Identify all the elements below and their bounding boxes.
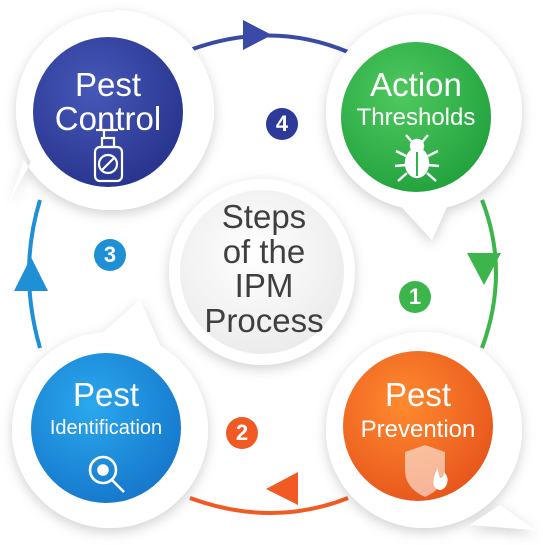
step-2-title-line2: Prevention [360, 415, 476, 443]
step-1-badge: 1 [408, 284, 422, 309]
step-1-title: Action Thresholds [341, 68, 491, 130]
badge-3-bg [94, 239, 126, 271]
step-4-title-line2: Control [54, 99, 162, 137]
step-4-title: Pest Control [48, 68, 168, 135]
step-4-disc [33, 37, 183, 187]
step-1-disc [341, 42, 491, 192]
center-line-1: Steps [221, 198, 307, 235]
step-3-disc [31, 353, 181, 503]
badge-2-bg [226, 417, 258, 449]
center-disc [180, 190, 344, 354]
step-4-title-line1: Pest [74, 66, 142, 103]
arrow-right-icon [243, 20, 272, 50]
step-3-title-line1: Pest [72, 376, 140, 413]
badge-1-bg [399, 281, 431, 313]
center-line-2: of the [222, 232, 306, 270]
magnifier-bug-icon [88, 455, 125, 493]
step-1-title-line2: Thresholds [356, 103, 476, 131]
arrow-down-icon [467, 253, 501, 285]
arrow-left-icon [266, 472, 298, 505]
step-2-title: Pest Prevention [343, 378, 493, 442]
step-3-title-line2: Identification [49, 416, 163, 439]
shield-fire-icon [405, 445, 448, 497]
step-2-title-line1: Pest [384, 376, 452, 413]
step-2-badge: 2 [235, 420, 249, 445]
step-1-title-line1: Action [370, 66, 462, 103]
step-3-title: Pest Identification [31, 378, 181, 438]
step-2-disc [343, 351, 493, 501]
arrow-up-icon [14, 257, 48, 291]
step-3-badge: 3 [103, 242, 117, 267]
step-4-badge: 4 [275, 111, 289, 136]
badge-4-bg [266, 108, 298, 140]
center-title: Steps of the IPM Process [188, 198, 340, 339]
center-line-4: Process [204, 301, 324, 339]
spray-bottle-icon [93, 128, 124, 183]
center-line-3: IPM [234, 267, 294, 305]
